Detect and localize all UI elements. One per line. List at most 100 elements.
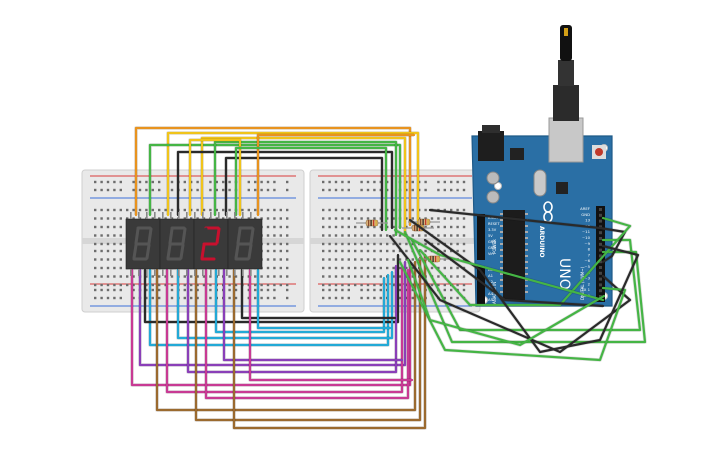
wire-bottom-10 bbox=[214, 268, 386, 334]
breadboard-hole bbox=[443, 283, 446, 287]
breadboard-hole bbox=[286, 225, 289, 229]
breadboard-hole bbox=[273, 225, 276, 229]
breadboard-hole bbox=[106, 234, 110, 237]
breadboard-hole bbox=[119, 242, 122, 246]
breadboard-hole bbox=[106, 225, 110, 229]
breadboard-hole bbox=[347, 188, 350, 192]
breadboard-hole bbox=[379, 258, 382, 261]
display-pin bbox=[194, 212, 196, 219]
breadboard-hole bbox=[386, 225, 389, 229]
breadboard-hole bbox=[328, 217, 331, 220]
display-pin bbox=[186, 269, 188, 276]
breadboard-hole bbox=[228, 180, 231, 184]
breadboard-hole bbox=[360, 217, 363, 220]
breadboard-hole bbox=[341, 225, 344, 229]
breadboard-hole bbox=[190, 217, 193, 220]
breadboard-hole bbox=[430, 266, 434, 270]
breadboard-hole bbox=[392, 208, 395, 212]
breadboard-hole bbox=[202, 208, 206, 212]
breadboard-hole bbox=[328, 258, 331, 261]
breadboard-hole bbox=[322, 217, 325, 220]
breadboard-hole bbox=[450, 188, 453, 192]
breadboard-hole bbox=[106, 208, 110, 212]
breadboard-hole bbox=[94, 242, 97, 246]
breadboard-hole bbox=[443, 225, 446, 229]
breadboard-hole bbox=[113, 258, 116, 261]
breadboard-hole bbox=[322, 258, 325, 261]
display-pin bbox=[226, 212, 228, 219]
breadboard-hole bbox=[373, 225, 376, 229]
digital-header bbox=[596, 206, 605, 302]
breadboard-hole bbox=[411, 180, 414, 184]
header-hole bbox=[599, 260, 602, 264]
breadboard-hole bbox=[379, 288, 382, 292]
breadboard-hole bbox=[411, 217, 414, 220]
header-hole bbox=[599, 225, 602, 229]
breadboard-hole bbox=[279, 249, 282, 253]
breadboard-hole bbox=[360, 242, 363, 246]
breadboard-hole bbox=[279, 234, 282, 237]
breadboard-hole bbox=[462, 275, 466, 278]
display-pin bbox=[242, 212, 244, 219]
header-hole bbox=[599, 231, 602, 235]
wire-top-4 bbox=[176, 150, 394, 230]
breadboard-hole bbox=[94, 208, 97, 212]
breadboard-hole bbox=[113, 217, 116, 220]
breadboard-hole bbox=[456, 225, 459, 229]
breadboard-hole bbox=[334, 188, 338, 192]
breadboard-hole bbox=[366, 288, 370, 292]
breadboard-hole bbox=[241, 208, 244, 212]
analog-header bbox=[477, 266, 485, 304]
breadboard-hole bbox=[430, 283, 434, 287]
breadboard-hole bbox=[450, 242, 453, 246]
wire-top-9 bbox=[234, 146, 388, 232]
breadboard-hole bbox=[443, 296, 446, 300]
breadboard-hole bbox=[437, 188, 440, 192]
regulator-chip bbox=[510, 148, 524, 160]
breadboard-hole bbox=[234, 217, 238, 220]
breadboard-hole bbox=[190, 275, 193, 278]
analog-label: A3 bbox=[488, 285, 494, 290]
display-pin bbox=[202, 269, 204, 276]
power-label: 5V bbox=[488, 234, 493, 238]
breadboard-hole bbox=[354, 225, 357, 229]
breadboard-hole bbox=[322, 188, 325, 192]
analog-label: A4 bbox=[488, 291, 494, 296]
breadboard-hole bbox=[386, 234, 389, 237]
wire-top-7 bbox=[188, 138, 242, 217]
breadboard-hole bbox=[190, 283, 193, 287]
breadboard-hole bbox=[145, 283, 148, 287]
breadboard-hole bbox=[366, 180, 370, 184]
breadboard-hole bbox=[196, 283, 199, 287]
wire-bottom-2 bbox=[148, 268, 390, 347]
breadboard-hole bbox=[405, 296, 408, 300]
breadboard-hole bbox=[151, 217, 154, 220]
breadboard-hole bbox=[373, 258, 376, 261]
segment bbox=[249, 227, 255, 245]
breadboard-hole bbox=[132, 296, 135, 300]
breadboard-hole bbox=[247, 208, 250, 212]
breadboard-hole bbox=[266, 242, 270, 246]
breadboard-hole bbox=[456, 249, 459, 253]
breadboard-hole bbox=[222, 180, 225, 184]
display-pin bbox=[138, 269, 140, 276]
breadboard-hole bbox=[398, 242, 402, 246]
breadboard-hole bbox=[260, 180, 263, 184]
breadboard-hole bbox=[360, 275, 363, 278]
breadboard-hole bbox=[202, 283, 206, 287]
breadboard-hole bbox=[106, 188, 110, 192]
breadboard-hole bbox=[456, 208, 459, 212]
breadboard-hole bbox=[228, 208, 231, 212]
breadboard-hole bbox=[418, 208, 421, 212]
breadboard-hole bbox=[437, 225, 440, 229]
breadboard-hole bbox=[328, 180, 331, 184]
breadboard-hole bbox=[266, 225, 270, 229]
breadboard-hole bbox=[273, 217, 276, 220]
breadboard-hole bbox=[254, 188, 257, 192]
breadboard-hole bbox=[424, 225, 427, 229]
breadboard-hole bbox=[273, 258, 276, 261]
breadboard-hole bbox=[322, 266, 325, 270]
breadboard-hole bbox=[286, 217, 289, 220]
breadboard-hole bbox=[266, 258, 270, 261]
